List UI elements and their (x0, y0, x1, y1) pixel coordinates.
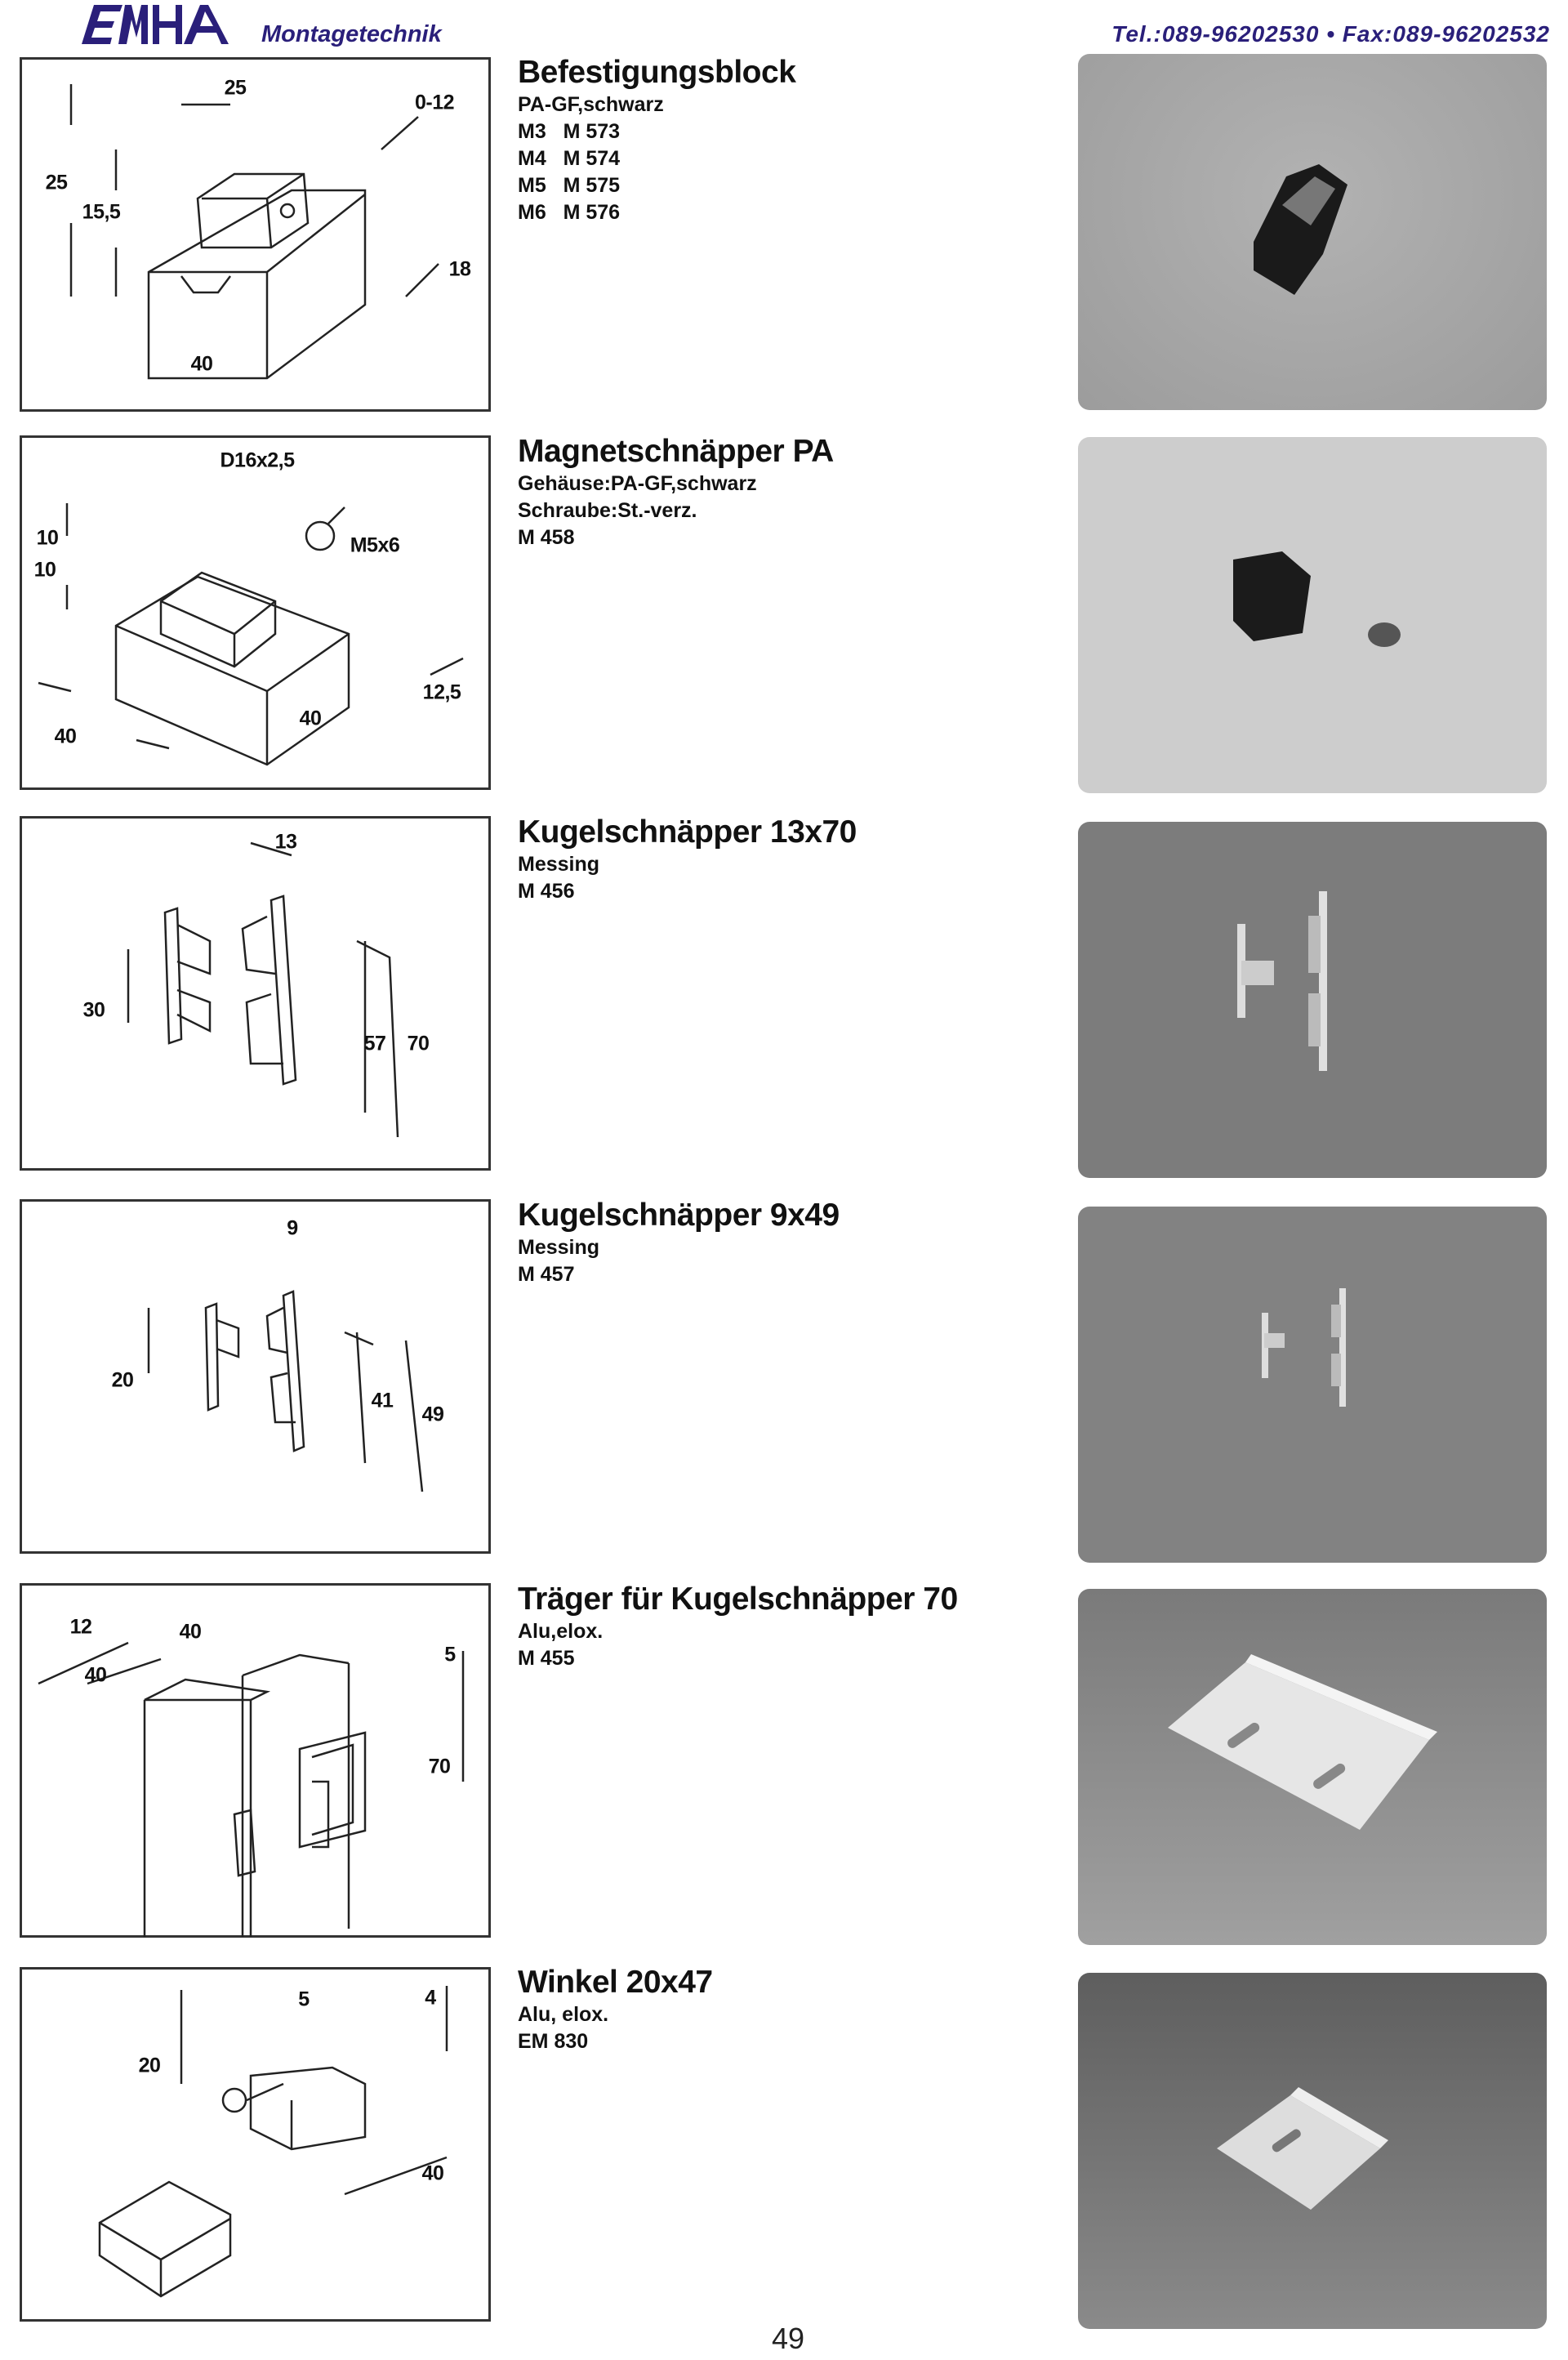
dimension-label: 25 (45, 171, 68, 194)
dimension-label: 57 (363, 1032, 386, 1055)
product-detail: M3 M 573 (518, 120, 621, 143)
product-title: Kugelschnäpper 9x49 (518, 1198, 840, 1233)
product-info: Kugelschnäpper 13x70 Messing M 456 (518, 814, 857, 905)
dimension-label: 40 (54, 725, 77, 748)
product-detail: M4 M 574 (518, 147, 621, 170)
product-photo (1078, 822, 1547, 1178)
drawing-kugelschnaepper-13x70: 13 30 57 70 (20, 816, 491, 1171)
dimension-label: 0-12 (414, 91, 455, 114)
product-info: Befestigungsblock PA-GF,schwarz M3 M 573… (518, 54, 796, 226)
product-info: Magnetschnäpper PA Gehäuse:PA-GF,schwarz… (518, 433, 834, 551)
product-title: Winkel 20x47 (518, 1965, 713, 2000)
dimension-label: 5 (444, 1643, 456, 1666)
dimension-label: 4 (425, 1986, 436, 2010)
product-title: Befestigungsblock (518, 55, 796, 90)
dimension-label: 9 (287, 1216, 298, 1240)
dimension-label: 40 (179, 1620, 202, 1644)
product-info: Träger für Kugelschnäpper 70 Alu,elox. M… (518, 1581, 958, 1672)
product-detail: M 457 (518, 1263, 575, 1286)
dimension-label: 41 (371, 1389, 394, 1412)
drawing-kugelschnaepper-9x49: 9 20 41 49 (20, 1199, 491, 1554)
product-detail: M6 M 576 (518, 201, 621, 224)
product-title: Träger für Kugelschnäpper 70 (518, 1582, 958, 1617)
product-detail: Messing (518, 853, 600, 876)
dimension-label: 70 (428, 1755, 451, 1778)
product-detail: M 455 (518, 1647, 575, 1670)
dimension-label: D16x2,5 (220, 448, 295, 472)
dimension-label: 13 (274, 830, 297, 854)
page-number: 49 (772, 2322, 805, 2355)
dimension-label: 12,5 (422, 680, 461, 704)
drawing-befestigungsblock: 25 0-12 25 15,5 18 40 (20, 57, 491, 412)
product-title: Kugelschnäpper 13x70 (518, 814, 857, 850)
dimension-label: 5 (298, 1987, 310, 2011)
product-detail: M 458 (518, 526, 575, 549)
dimension-label: 20 (138, 2054, 161, 2077)
product-detail: M5 M 575 (518, 174, 621, 197)
dimension-label: 10 (33, 558, 56, 582)
drawing-winkel: 5 4 20 40 (20, 1967, 491, 2322)
dimension-label: 15,5 (82, 200, 121, 224)
dimension-label: 20 (111, 1368, 134, 1392)
product-info: Winkel 20x47 Alu, elox. EM 830 (518, 1964, 713, 2055)
dimension-label: 49 (421, 1403, 444, 1426)
dimension-label: 40 (190, 352, 213, 376)
contact-info: Tel.:089-96202530 • Fax:089-96202532 (1111, 21, 1550, 47)
product-title: Magnetschnäpper PA (518, 434, 834, 469)
dimension-label: 70 (407, 1032, 430, 1055)
product-detail: Messing (518, 1236, 600, 1259)
product-detail: Gehäuse:PA-GF,schwarz (518, 472, 757, 495)
drawing-magnetschnaepper: D16x2,5 M5x6 10 10 12,5 40 40 (20, 435, 491, 790)
product-detail: PA-GF,schwarz (518, 93, 664, 116)
dimension-label: 25 (224, 76, 247, 100)
product-detail: EM 830 (518, 2030, 589, 2053)
product-photo (1078, 1207, 1547, 1563)
drawing-traeger-kugelschnaepper: 12 40 40 5 70 (20, 1583, 491, 1938)
brand-name: Montagetechnik (261, 21, 442, 47)
product-photo (1078, 54, 1547, 410)
product-photo (1078, 1589, 1547, 1945)
product-info: Kugelschnäpper 9x49 Messing M 457 (518, 1197, 840, 1288)
product-photo (1078, 1973, 1547, 2329)
dimension-label: 30 (82, 998, 105, 1022)
dimension-label: 18 (448, 257, 471, 281)
product-detail: Alu, elox. (518, 2003, 609, 2026)
product-detail: M 456 (518, 880, 575, 903)
dimension-label: 40 (299, 707, 322, 730)
dimension-label: 10 (36, 526, 59, 550)
dimension-label: 12 (69, 1615, 92, 1639)
product-photo (1078, 437, 1547, 793)
dimension-label: 40 (421, 2161, 444, 2185)
dimension-label: M5x6 (350, 533, 400, 557)
product-detail: Alu,elox. (518, 1620, 604, 1643)
emha-logo (82, 5, 229, 44)
product-detail: Schraube:St.-verz. (518, 499, 697, 522)
dimension-label: 40 (84, 1663, 107, 1687)
